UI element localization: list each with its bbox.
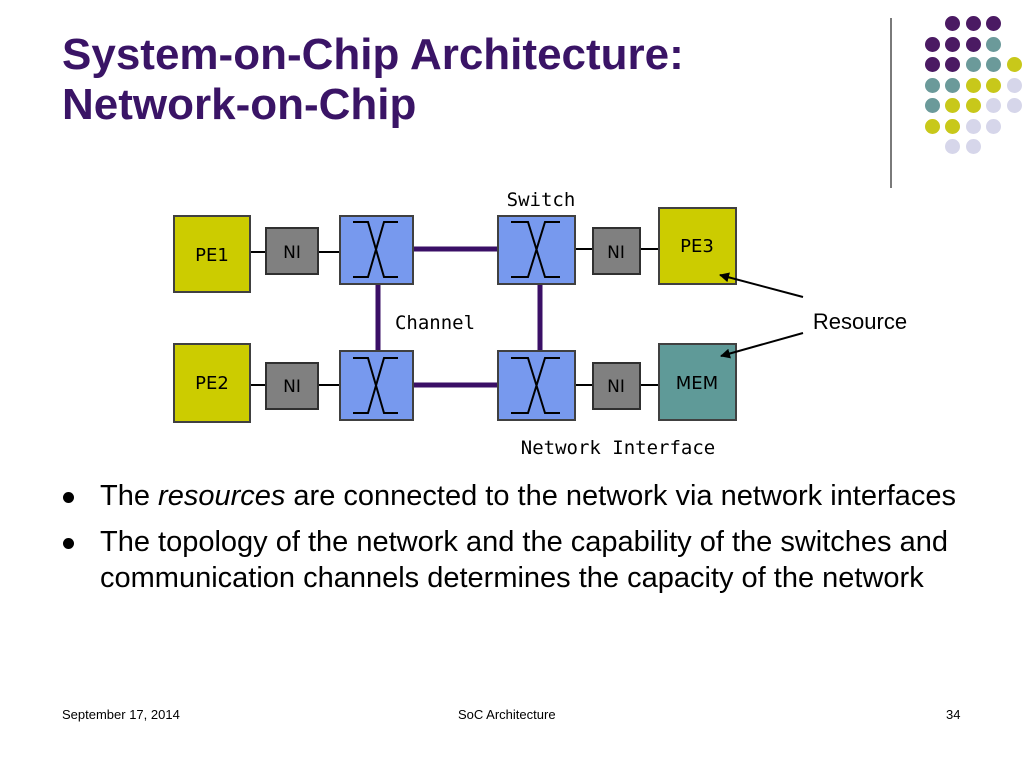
decorative-dot: [965, 36, 981, 52]
switch-top-left: [339, 215, 414, 285]
decorative-dot: [986, 16, 1001, 31]
decorative-dot: [965, 77, 981, 93]
bullet-emphasis: resources: [158, 480, 286, 512]
decorative-dot: [945, 139, 960, 154]
decorative-dot: [924, 77, 940, 93]
footer-title: SoC Architecture: [458, 707, 556, 722]
pe3-label: PE3: [680, 236, 714, 257]
decorative-dot: [986, 57, 1001, 72]
decorative-dot: [1006, 98, 1022, 113]
ni-label: NI: [607, 377, 625, 397]
decorative-dot: [986, 36, 1001, 52]
decorative-dot: [1006, 77, 1022, 93]
decorative-dot: [924, 36, 940, 52]
arrow-to-mem: [720, 332, 804, 359]
decorative-dot: [965, 118, 981, 134]
decorative-dot: [986, 118, 1001, 134]
crossbar-icon: [511, 221, 560, 278]
decorative-dot: [945, 77, 960, 93]
channel-lines: [375, 246, 543, 388]
ni-pe3: NI: [592, 227, 641, 275]
switch-label: Switch: [507, 189, 576, 211]
decorative-dot: [924, 57, 940, 72]
page-number: 34: [946, 707, 961, 722]
decorative-dot: [986, 77, 1001, 93]
decorative-dot: [1006, 57, 1022, 72]
bullet-text: The topology of the network and the capa…: [100, 526, 948, 594]
slide-title: System-on-Chip Architecture: Network-on-…: [62, 30, 684, 130]
resource-mem: MEM: [658, 343, 737, 421]
footer-date: September 17, 2014: [62, 707, 180, 722]
title-divider-line: [890, 18, 892, 188]
bullet-dot-icon: [63, 492, 74, 503]
switch-bottom-left: [339, 350, 414, 421]
decorative-dot: [945, 57, 960, 72]
crossbar-icon: [353, 357, 398, 414]
ni-label: NI: [607, 243, 625, 263]
decorative-dot: [945, 98, 960, 113]
bullet-item: The topology of the network and the capa…: [60, 524, 990, 596]
crossbar-icon: [511, 357, 560, 414]
mem-label: MEM: [676, 373, 718, 394]
decorative-dot: [986, 98, 1001, 113]
ni-pe2: NI: [265, 362, 319, 410]
bullet-dot-icon: [63, 538, 74, 549]
bullet-text: The: [100, 480, 159, 512]
noc-diagram: PE1 PE2 PE3 MEM NI NI NI NI: [173, 189, 907, 459]
channel-label: Channel: [395, 312, 475, 334]
bullet-text: are connected to the network via network…: [285, 480, 956, 512]
switch-top-right: [497, 215, 576, 285]
resource-label: Resource: [813, 309, 907, 334]
bullet-list: The resources are connected to the netwo…: [60, 478, 990, 606]
crossbar-icon: [353, 221, 398, 278]
resource-pe3: PE3: [658, 207, 737, 285]
resource-pe1: PE1: [173, 215, 251, 293]
title-line-2: Network-on-Chip: [62, 80, 417, 129]
arrow-to-pe3: [719, 272, 804, 298]
bullet-item: The resources are connected to the netwo…: [60, 478, 990, 514]
pe2-label: PE2: [195, 373, 229, 394]
ni-pe1: NI: [265, 227, 319, 275]
decorative-dot: [965, 57, 981, 72]
decorative-dot: [945, 118, 960, 134]
network-interface-label: Network Interface: [521, 437, 715, 459]
decorative-dot: [924, 118, 940, 134]
decorative-dot: [965, 16, 981, 31]
switch-bottom-right: [497, 350, 576, 421]
title-line-1: System-on-Chip Architecture:: [62, 30, 684, 79]
decorative-dot: [924, 98, 940, 113]
decorative-dot: [945, 16, 960, 31]
decorative-dot: [965, 98, 981, 113]
resource-pe2: PE2: [173, 343, 251, 423]
pe1-label: PE1: [195, 245, 229, 266]
connector-lines: [250, 248, 658, 386]
ni-label: NI: [283, 377, 301, 397]
decorative-dot: [965, 139, 981, 154]
ni-label: NI: [283, 243, 301, 263]
decorative-dot: [945, 36, 960, 52]
ni-mem: NI: [592, 362, 641, 410]
